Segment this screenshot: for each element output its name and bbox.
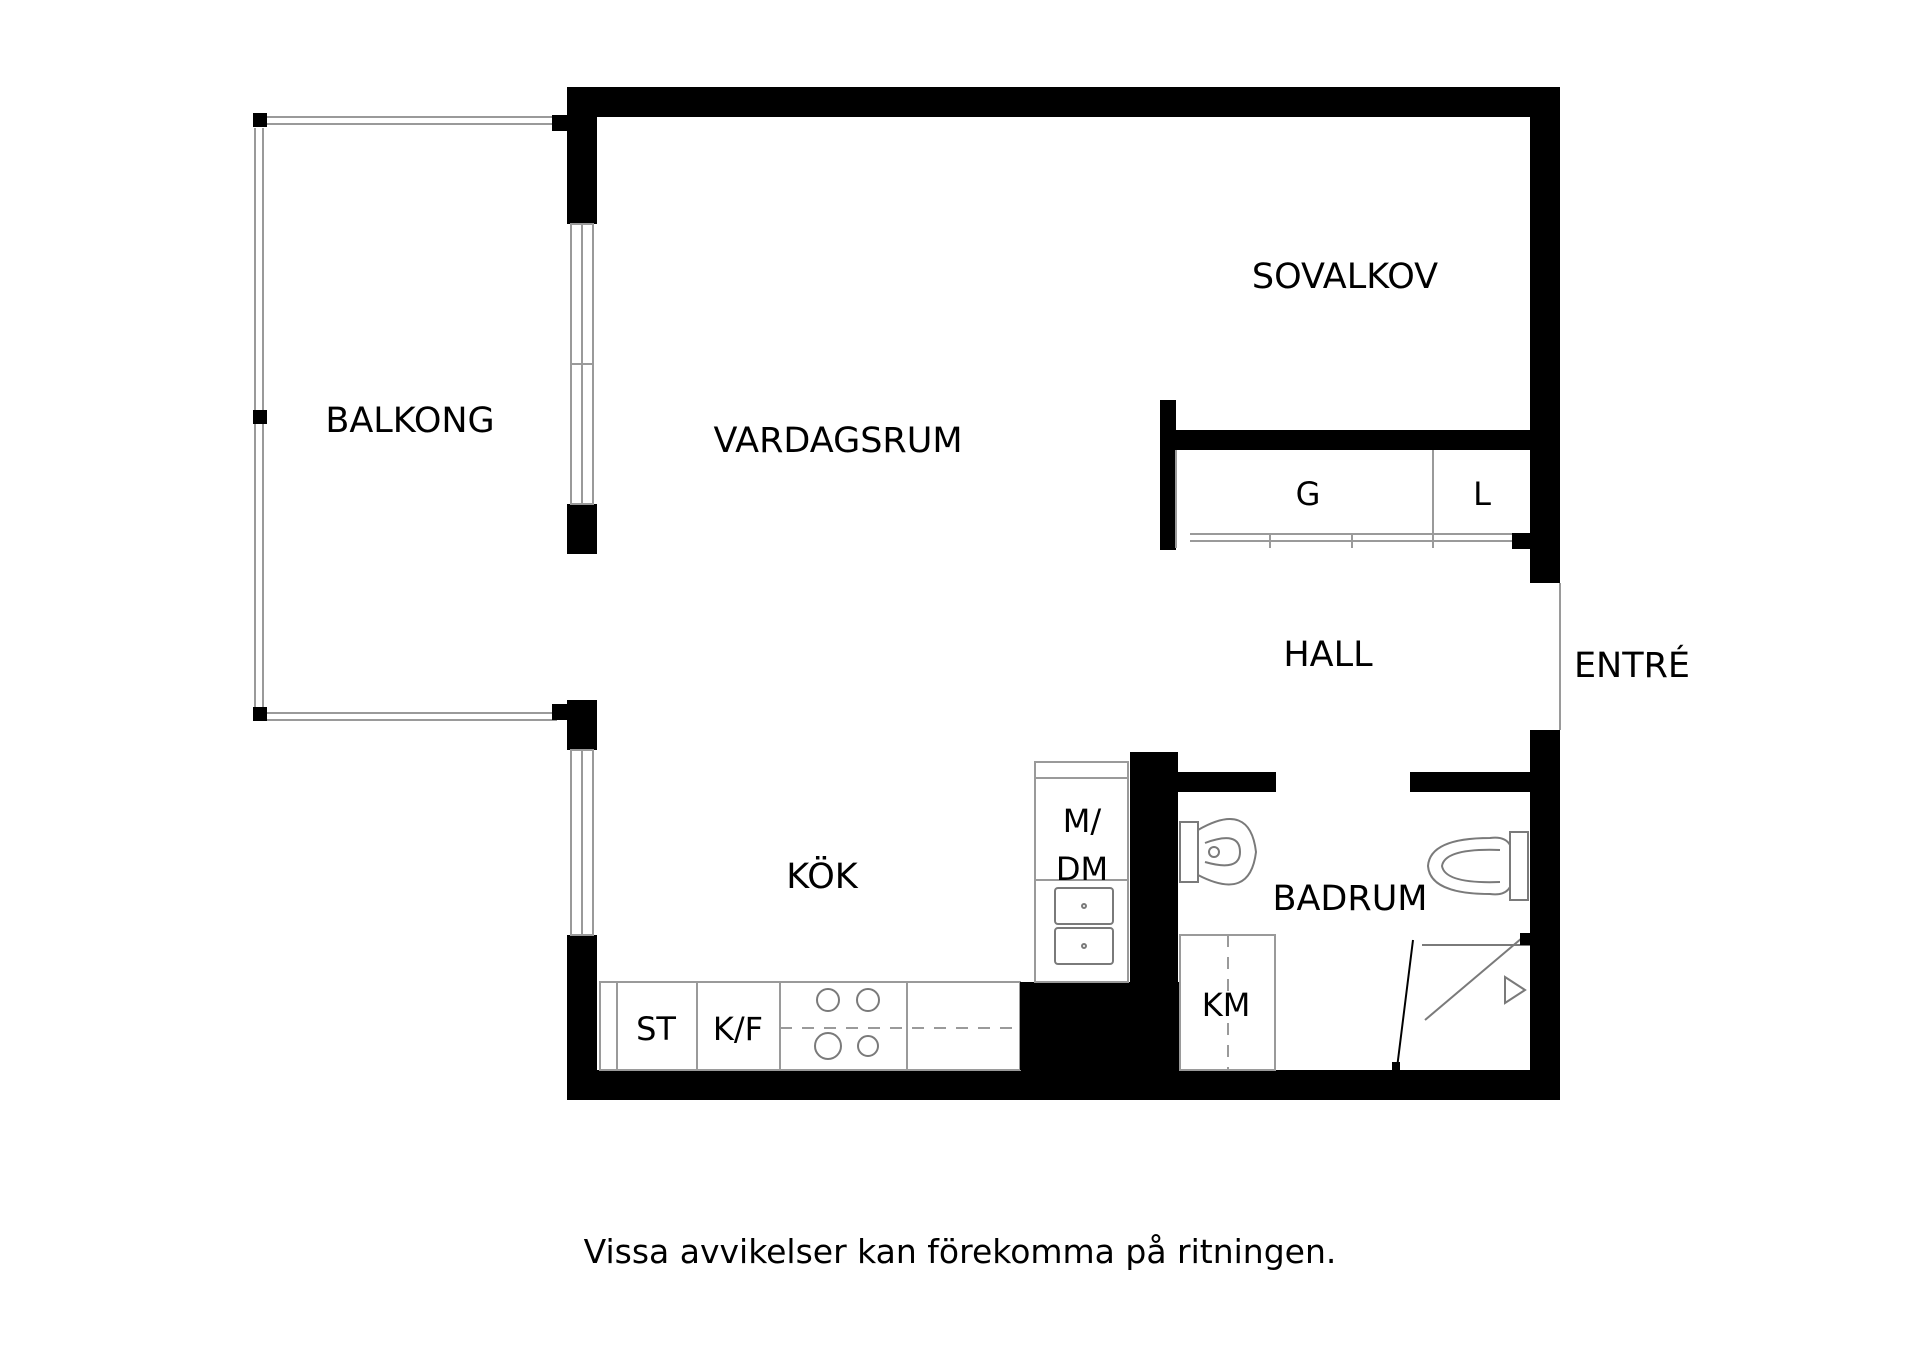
label-hall: HALL bbox=[1283, 635, 1373, 675]
shower-icon bbox=[1422, 933, 1530, 1021]
hob-icon bbox=[814, 988, 880, 1060]
windows bbox=[570, 223, 594, 936]
balcony-post bbox=[253, 410, 267, 424]
label-dishwasher-line1: M/ bbox=[1063, 802, 1102, 840]
bathroom-fixtures bbox=[1178, 772, 1530, 1071]
side-counter bbox=[1034, 761, 1129, 983]
wall-top bbox=[567, 87, 1560, 117]
room-labels: BALKONG VARDAGSRUM SOVALKOV KÖK HALL BAD… bbox=[325, 257, 1690, 1048]
wall-right-upper bbox=[1530, 87, 1560, 583]
label-fridge-freezer: K/F bbox=[713, 1010, 763, 1048]
wall-bathroom-top-right bbox=[1410, 772, 1530, 792]
shower-drain-mark bbox=[1504, 975, 1527, 1005]
wall-left-upper bbox=[567, 87, 597, 224]
label-stove: ST bbox=[636, 1010, 676, 1048]
outer-walls bbox=[567, 87, 1560, 1100]
balcony-post bbox=[253, 707, 267, 721]
label-balcony: BALKONG bbox=[325, 401, 494, 441]
label-washing-machine: KM bbox=[1202, 986, 1251, 1024]
kitchen-fixtures bbox=[599, 752, 1180, 1071]
wall-bottom bbox=[567, 1070, 1560, 1100]
balcony-post bbox=[552, 704, 568, 720]
label-dishwasher-line2: DM bbox=[1056, 850, 1108, 888]
wardrobe-block bbox=[1160, 400, 1560, 550]
balcony bbox=[253, 113, 568, 721]
label-bathroom: BADRUM bbox=[1272, 879, 1427, 919]
washbasin-icon bbox=[1179, 818, 1258, 886]
wall-left-pier-lower bbox=[567, 700, 597, 750]
disclaimer-text: Vissa avvikelser kan förekomma på ritnin… bbox=[583, 1232, 1337, 1271]
wall-right-lower bbox=[1530, 730, 1560, 1100]
label-sleeping-alcove: SOVALKOV bbox=[1252, 257, 1438, 297]
label-entrance: ENTRÉ bbox=[1574, 644, 1690, 686]
toilet-icon bbox=[1426, 831, 1529, 901]
balcony-post bbox=[253, 113, 267, 127]
label-wardrobe-g: G bbox=[1296, 475, 1321, 513]
shower-post bbox=[1520, 933, 1530, 945]
balcony-post bbox=[552, 115, 568, 131]
wall-bathroom-top-left bbox=[1178, 772, 1276, 792]
wall-left-pier bbox=[567, 504, 597, 554]
wall-kitchen-bathroom bbox=[1130, 752, 1178, 1070]
wall-alcove-stub bbox=[1160, 400, 1176, 550]
sink-icon bbox=[1054, 887, 1114, 965]
label-wardrobe-l: L bbox=[1473, 475, 1491, 513]
wall-alcove-divider bbox=[1160, 430, 1560, 450]
label-living-room: VARDAGSRUM bbox=[713, 421, 962, 461]
wardrobe-post bbox=[1512, 533, 1530, 549]
bathroom-door[interactable] bbox=[1392, 939, 1414, 1070]
label-kitchen: KÖK bbox=[786, 855, 859, 897]
shower-screen bbox=[1424, 937, 1523, 1021]
